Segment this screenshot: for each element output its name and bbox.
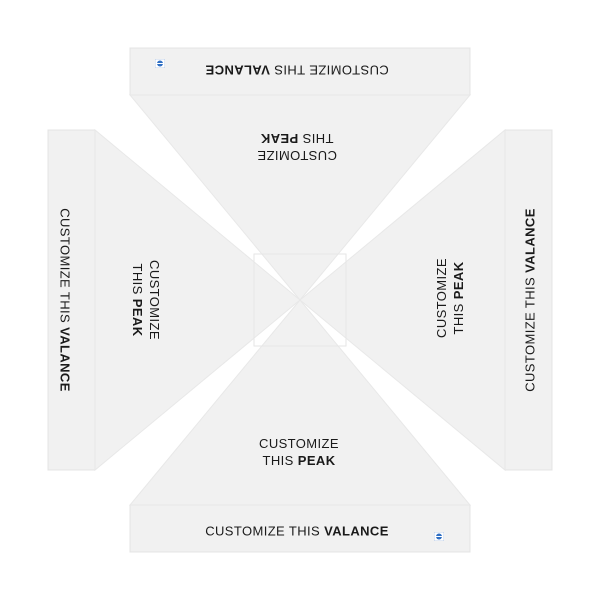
valance-bottom-label: CUSTOMIZE THIS VALANCE [205, 523, 389, 539]
valance-left-label: CUSTOMIZE THIS VALANCE [57, 208, 73, 392]
peak-left [94, 128, 301, 472]
peak-bottom [128, 299, 472, 506]
peak-top [128, 94, 472, 301]
peak-left-label: CUSTOMIZE THIS PEAK [130, 260, 162, 340]
peak-right [299, 128, 506, 472]
valance-right-label: CUSTOMIZE THIS VALANCE [522, 208, 538, 392]
peak-bottom-label: CUSTOMIZE THIS PEAK [259, 436, 339, 468]
brand-logo-icon [434, 532, 444, 541]
center-guide [253, 253, 347, 347]
peak-right-label: CUSTOMIZE THIS PEAK [434, 258, 466, 338]
valance-top-label: CUSTOMIZE THIS VALANCE [205, 62, 389, 78]
peak-top-label: CUSTOMIZE THIS PEAK [257, 131, 337, 163]
brand-logo-icon [155, 59, 165, 68]
